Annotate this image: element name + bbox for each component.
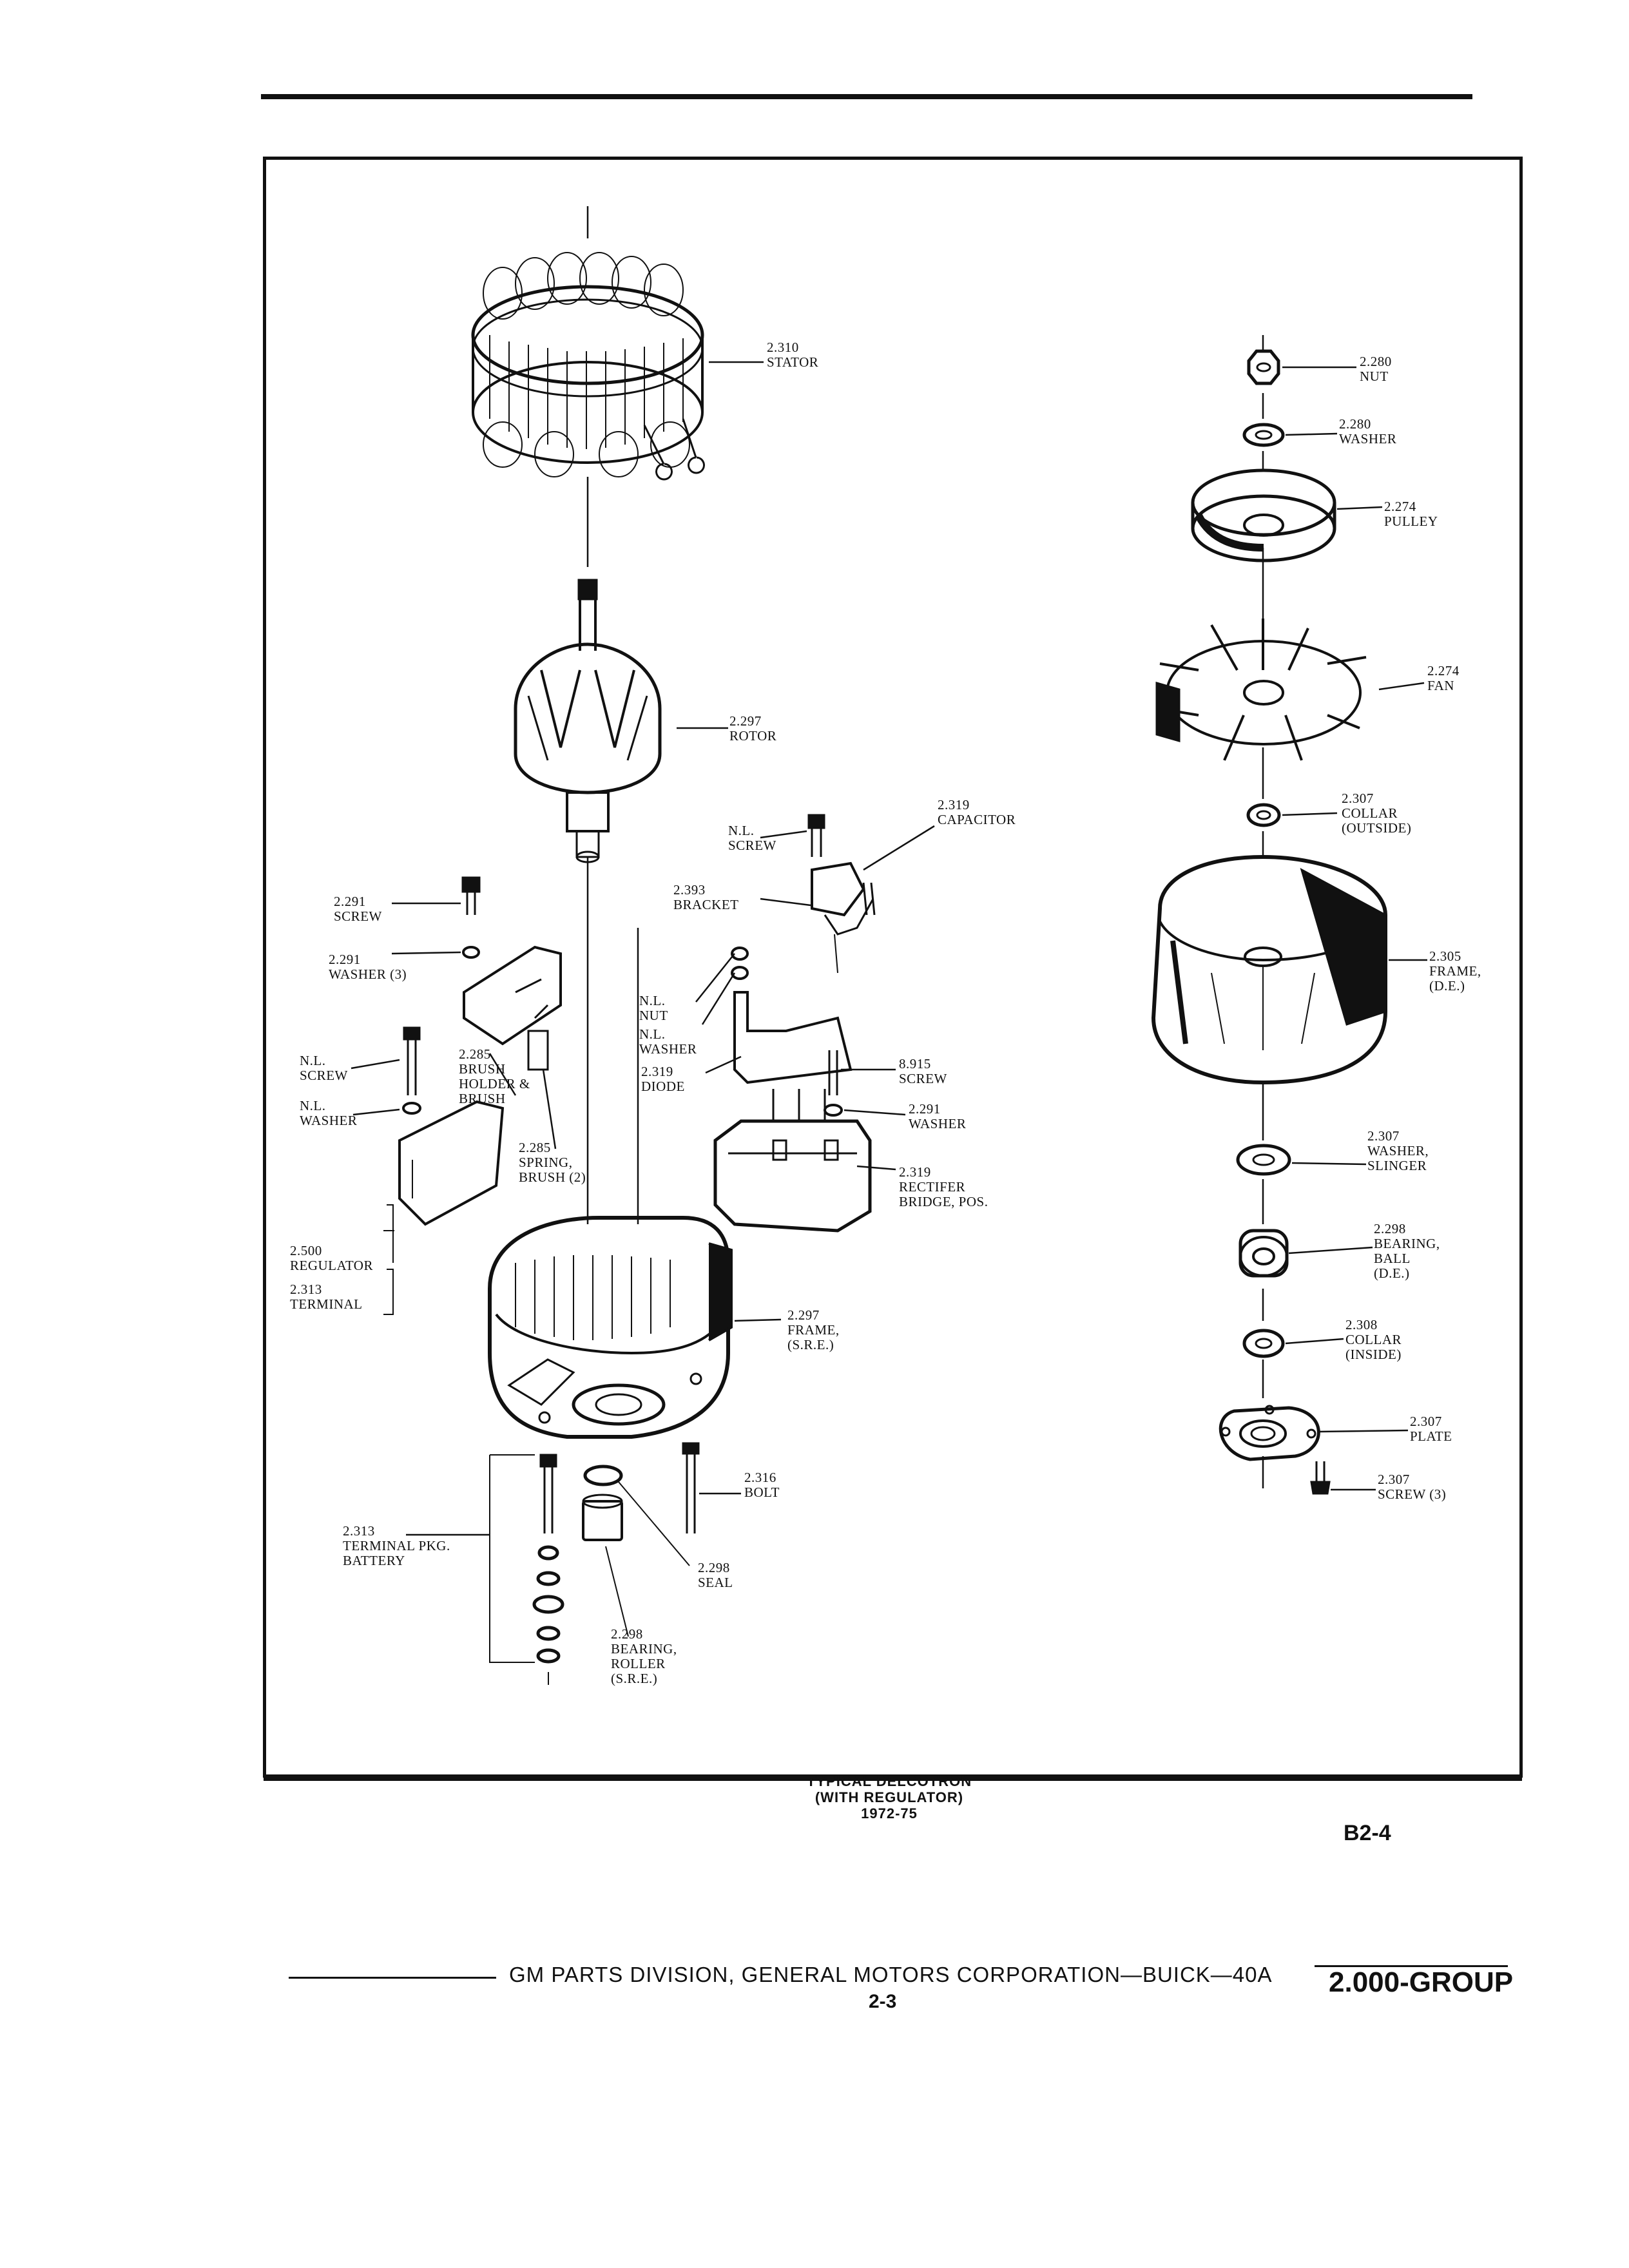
caption-title: TYPICAL DELCOTRON: [806, 1773, 972, 1789]
regulator-drawing: [383, 1026, 505, 1315]
footer-page-number: 2-3: [869, 1991, 897, 2012]
pulley-drawing: [1191, 468, 1336, 562]
diagram-frame: [263, 157, 1523, 1778]
footer-group: 2.000-GROUP: [1329, 1966, 1514, 1998]
washer-slinger-drawing: [1236, 1144, 1291, 1176]
collar-inside-drawing: [1242, 1329, 1285, 1358]
plate-drawing: [1219, 1405, 1320, 1461]
screw-8915-drawing: [824, 1050, 843, 1117]
label-nl-screw-cap: N.L.SCREW: [728, 823, 776, 853]
label-nl-nut: N.L.NUT: [639, 993, 668, 1023]
bolt-drawing: [682, 1442, 700, 1533]
rectifier-drawing: [713, 1119, 872, 1233]
stator-drawing: [471, 252, 705, 481]
caption-subtitle: (WITH REGULATOR): [815, 1789, 964, 1805]
washer-2280-drawing: [1242, 423, 1285, 447]
figure-id: B2-4: [1344, 1821, 1391, 1845]
diode-drawing: [731, 947, 853, 1121]
top-rule: [261, 94, 1472, 99]
fan-drawing: [1155, 619, 1367, 761]
collar-outside-drawing: [1246, 803, 1281, 827]
label-nl-washer-mid: N.L.WASHER: [639, 1026, 697, 1057]
footer-publisher: GM PARTS DIVISION, GENERAL MOTORS CORPOR…: [509, 1963, 1273, 1986]
diagram-caption: TYPICAL DELCOTRON (WITH REGULATOR) 1972-…: [747, 1773, 1031, 1821]
rotor-drawing: [514, 579, 662, 863]
bearing-ball-drawing: [1239, 1229, 1289, 1278]
label-nl-washer-left: N.L.WASHER: [300, 1098, 358, 1128]
capacitor-drawing: [807, 814, 876, 974]
left-axis-lines: [586, 206, 639, 1224]
nut-drawing: [1247, 349, 1280, 385]
footer-rule-left: [289, 1977, 496, 1979]
leader-lines: [351, 361, 1427, 1536]
frame-sre-drawing: [488, 1216, 733, 1439]
frame-de-drawing: [1151, 854, 1387, 1085]
label-nl-screw-left: N.L.SCREW: [300, 1053, 348, 1083]
screw-plate-drawing: [1310, 1461, 1331, 1495]
terminal-package-drawing: [489, 1454, 564, 1685]
footer-rule-right: [1315, 1965, 1508, 1967]
seal-bearing-drawing: [582, 1465, 690, 1637]
caption-years: 1972-75: [861, 1805, 918, 1821]
brush-holder-drawing: [461, 876, 562, 1071]
